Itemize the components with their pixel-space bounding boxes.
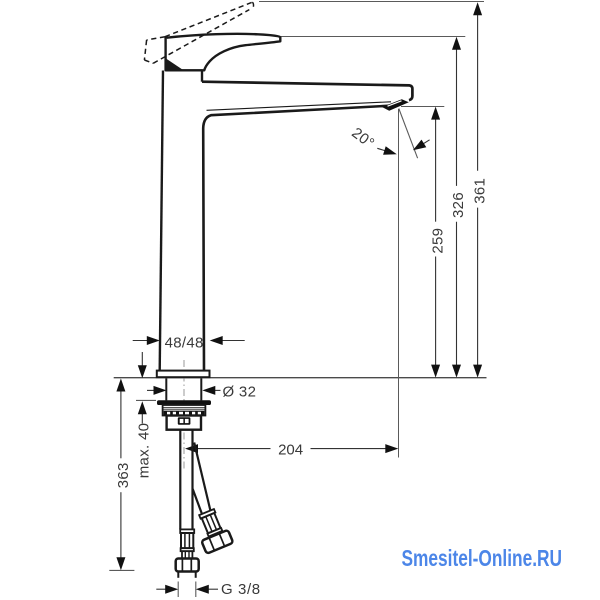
- svg-text:363: 363: [115, 462, 132, 488]
- svg-text:204: 204: [278, 441, 303, 458]
- svg-text:Smesitel-Online.RU: Smesitel-Online.RU: [402, 545, 563, 571]
- svg-text:361: 361: [472, 178, 489, 204]
- svg-text:48/48: 48/48: [165, 334, 204, 351]
- svg-text:20°: 20°: [348, 124, 377, 152]
- svg-text:G 3/8: G 3/8: [221, 581, 261, 598]
- svg-text:max. 40: max. 40: [135, 423, 152, 478]
- svg-text:Ø 32: Ø 32: [223, 384, 257, 401]
- svg-text:326: 326: [450, 192, 467, 218]
- svg-text:259: 259: [429, 228, 446, 254]
